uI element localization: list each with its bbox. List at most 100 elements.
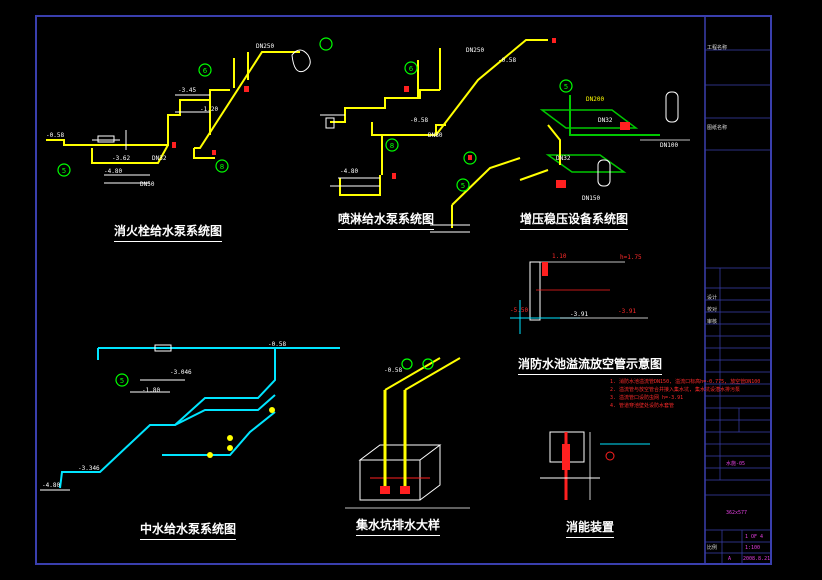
title-booster-equipment: 增压稳压设备系统图 <box>520 210 629 230</box>
tb-scale-label: 比例 <box>707 545 718 551</box>
reclaimed-details <box>40 344 185 491</box>
marker-text: 5 <box>564 83 568 91</box>
sprinkler-riser-main <box>435 39 548 136</box>
overflow-detail <box>510 261 648 334</box>
marker-circle <box>198 63 212 77</box>
label-dn50: DN50 <box>140 181 155 188</box>
elev-label: -3.91 <box>618 308 636 315</box>
marker-circle <box>115 373 129 387</box>
tb-drawing-number: 水施-05 <box>726 461 746 467</box>
label-dn150: DN150 <box>582 195 600 202</box>
title-block-grid <box>705 49 771 564</box>
tb-project-label: 工程名称 <box>707 45 728 51</box>
hydrant-riser-main <box>194 51 300 149</box>
marker-circle <box>404 61 418 75</box>
reclaimed-main <box>59 347 340 489</box>
marker-text: 5 <box>62 167 66 175</box>
marker-circle <box>57 163 71 177</box>
label-dn100: DN100 <box>660 142 678 149</box>
marker-text: 6 <box>203 67 208 75</box>
title-sump-pit-detail: 集水坑排水大样 <box>356 516 441 536</box>
elev-label: -0.58 <box>268 341 286 348</box>
marker-circle <box>215 159 229 173</box>
hydrant-valves <box>172 86 249 155</box>
elev-label: 1.10 <box>552 253 567 260</box>
design-notes: 1. 消防水池溢流管DN150, 溢流口标高h=-0.775, 放空管DN100… <box>610 378 761 410</box>
marker-circle <box>319 37 333 51</box>
tb-code: 362x577 <box>726 510 748 516</box>
sprinkler-branch <box>330 89 440 123</box>
marker-text: 8 <box>390 142 394 150</box>
tb-revision: A <box>728 556 732 562</box>
note-line: 4. 管道穿池壁处设防水套管 <box>610 403 675 409</box>
elev-label: -3.45 <box>178 87 196 94</box>
reclaimed-system <box>59 347 340 489</box>
elev-label: -3.62 <box>112 155 130 162</box>
marker-circle <box>385 138 399 152</box>
reclaimed-branch <box>174 394 276 426</box>
tb-drawing-name-label: 图纸名称 <box>707 125 728 131</box>
title-sprinkler-pump-system: 喷淋给水泵系统图 <box>338 210 435 230</box>
sprinkler-mid <box>371 122 446 136</box>
elev-label: -3.046 <box>170 369 192 376</box>
marker-circle <box>559 79 573 93</box>
elev-label: -3.91 <box>570 311 588 318</box>
title-hydrant-pump-system: 消火栓给水泵系统图 <box>114 222 223 242</box>
label-dn80: DN80 <box>428 132 443 139</box>
elev-label: -0.58 <box>498 57 516 64</box>
marker-labels: 5 6 8 5 6 8 5 5 <box>62 65 568 385</box>
reclaimed-markers <box>115 373 129 387</box>
label-dn32: DN32 <box>598 117 613 124</box>
title-energy-dissipation: 消能装置 <box>566 518 615 538</box>
note-line: 3. 溢流管口设防虫网 h=-3.91 <box>610 395 684 401</box>
elev-label: -4.80 <box>104 168 122 175</box>
tb-design-label: 设计 <box>707 295 718 301</box>
note-line: 2. 溢流管与放空管合并接入集水坑, 集水坑设潜水排污泵 <box>610 387 741 393</box>
marker-text: 8 <box>220 163 224 171</box>
marker-text: 5 <box>120 377 124 385</box>
tb-check-label: 校对 <box>707 307 718 313</box>
elev-label: -4.80 <box>42 482 60 489</box>
elev-label: -5.50 <box>510 307 528 314</box>
elev-label: -4.80 <box>340 168 358 175</box>
marker-circle <box>463 151 477 165</box>
booster-system <box>519 91 690 188</box>
note-line: 1. 消防水池溢流管DN150, 溢流口标高h=-0.775, 放空管DN100 <box>610 379 761 385</box>
sprinkler-markers <box>385 61 573 192</box>
dimension-labels: DN250 DN250 DN200 DN150 DN100 DN80 DN50 … <box>42 43 678 489</box>
hydrant-system <box>46 51 300 164</box>
hydrant-branch-left <box>46 89 230 146</box>
elev-label: -3.346 <box>78 465 100 472</box>
hydrant-white-details <box>92 49 311 184</box>
marker-text: 6 <box>409 65 414 73</box>
label-dn32: DN32 <box>152 155 167 162</box>
sump-pit <box>345 357 470 509</box>
label-dn250: DN250 <box>466 47 484 54</box>
tb-date: 2008.8.21 <box>743 556 771 562</box>
outer-frame <box>35 15 772 565</box>
reclaimed-pumps <box>207 407 275 458</box>
tb-approve-label: 审核 <box>707 319 718 325</box>
title-reclaimed-water-pump: 中水给水泵系统图 <box>140 520 237 540</box>
title-overflow-drain: 消防水池溢流放空管示意图 <box>518 355 663 375</box>
elev-label: -0.58 <box>410 117 428 124</box>
label-dn200: DN200 <box>586 96 604 103</box>
elev-label: h=1.75 <box>620 254 642 261</box>
sprinkler-system <box>330 39 548 228</box>
label-dn32: DN32 <box>556 155 571 162</box>
marker-circle <box>456 178 470 192</box>
tb-scale: 1:100 <box>745 545 761 551</box>
elev-label: -1.20 <box>200 106 218 113</box>
label-dn250: DN250 <box>256 43 274 50</box>
hydrant-markers <box>57 37 333 177</box>
tb-sheet: 1 OF 4 <box>745 534 764 540</box>
hydrant-pump-line <box>193 148 215 159</box>
elev-label: -0.58 <box>46 132 64 139</box>
elev-label: -0.58 <box>384 367 402 374</box>
marker-text: 5 <box>461 182 465 190</box>
elev-label: -1.80 <box>142 387 160 394</box>
sprinkler-diag <box>451 157 521 206</box>
sprinkler-valves <box>392 38 556 179</box>
energy-device <box>540 431 650 500</box>
